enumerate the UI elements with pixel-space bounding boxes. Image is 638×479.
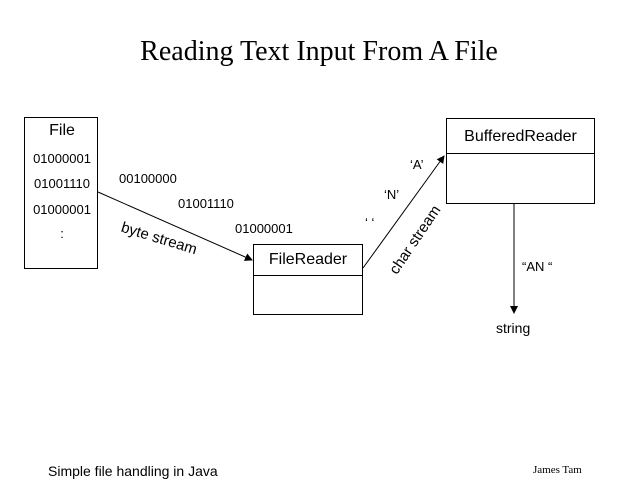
byte-stream-byte-1: 00100000 [119, 171, 177, 186]
byte-stream-arrow [97, 191, 253, 261]
char-stream-char-2: ‘N’ [384, 187, 400, 202]
bufferedreader-label: BufferedReader [464, 128, 577, 145]
file-byte-2: 01001110 [34, 176, 90, 191]
char-stream-char-1: ‘A’ [410, 157, 424, 172]
output-value: “AN “ [522, 259, 553, 274]
filereader-box: FileReader [253, 244, 363, 315]
slide-title: Reading Text Input From A File [140, 36, 498, 67]
bufferedreader-box: BufferedReader [446, 118, 595, 204]
filereader-divider [254, 275, 362, 276]
file-ellipsis: : [60, 226, 64, 241]
file-byte-1: 01000001 [33, 151, 91, 166]
file-box: File 01000001 01001110 01000001 : [24, 117, 98, 269]
char-stream-char-3: ‘ ‘ [365, 215, 375, 230]
footer-author: James Tam [533, 464, 582, 476]
char-stream-arrow [362, 155, 445, 269]
footer-course-title: Simple file handling in Java [48, 463, 218, 479]
output-type-label: string [496, 320, 531, 336]
bufferedreader-divider [447, 153, 594, 154]
byte-stream-byte-2: 01001110 [178, 196, 234, 211]
file-box-title: File [49, 122, 75, 139]
filereader-label: FileReader [268, 251, 348, 268]
file-byte-3: 01000001 [33, 202, 91, 217]
byte-stream-byte-3: 01000001 [235, 221, 293, 236]
